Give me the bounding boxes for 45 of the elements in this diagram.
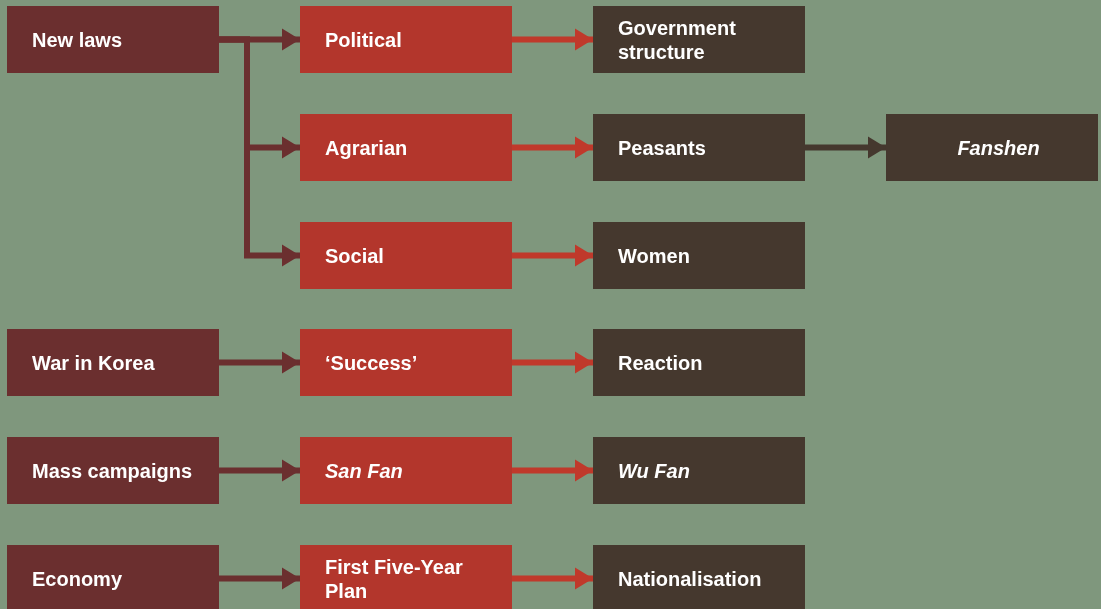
box-label: Mass campaigns [32,458,193,483]
arrow [512,136,593,159]
arrow [512,459,593,482]
box-label: Reaction [618,350,703,375]
box-label: New laws [32,27,123,52]
topic-box [593,437,805,504]
box-label: Economy [32,566,123,591]
topic-box [593,545,805,609]
topic-box [7,6,219,73]
topic-box [593,114,805,181]
topic-box [593,329,805,396]
topic-box [593,222,805,289]
topic-box [7,329,219,396]
arrow [805,136,886,159]
topic-box [300,329,512,396]
box-label: Political [325,27,402,52]
box-label: Women [618,243,690,268]
box-label: Nationalisation [618,566,762,591]
box-label: Agrarian [325,135,408,160]
box-label: ‘Success’ [325,350,418,375]
arrow [512,351,593,374]
topic-box [7,437,219,504]
arrow [512,28,593,51]
arrow [219,36,300,267]
topic-box [300,437,512,504]
arrow [219,567,300,590]
box-label: Fanshen [957,135,1040,160]
box-label: Social [325,243,384,268]
arrow [219,459,300,482]
topic-box [300,222,512,289]
topic-box [300,114,512,181]
box-label: San Fan [325,458,403,483]
arrow [512,244,593,267]
topic-box [300,6,512,73]
topic-box [593,6,805,73]
topic-box [300,545,512,609]
topic-box [886,114,1098,181]
arrow [512,567,593,590]
box-label: Peasants [618,135,706,160]
topic-box [7,545,219,609]
box-label: Government structure [618,15,737,64]
box-label: War in Korea [32,350,155,375]
box-label: First Five-Year Plan [325,554,464,603]
arrow [219,351,300,374]
box-label: Wu Fan [618,458,690,483]
